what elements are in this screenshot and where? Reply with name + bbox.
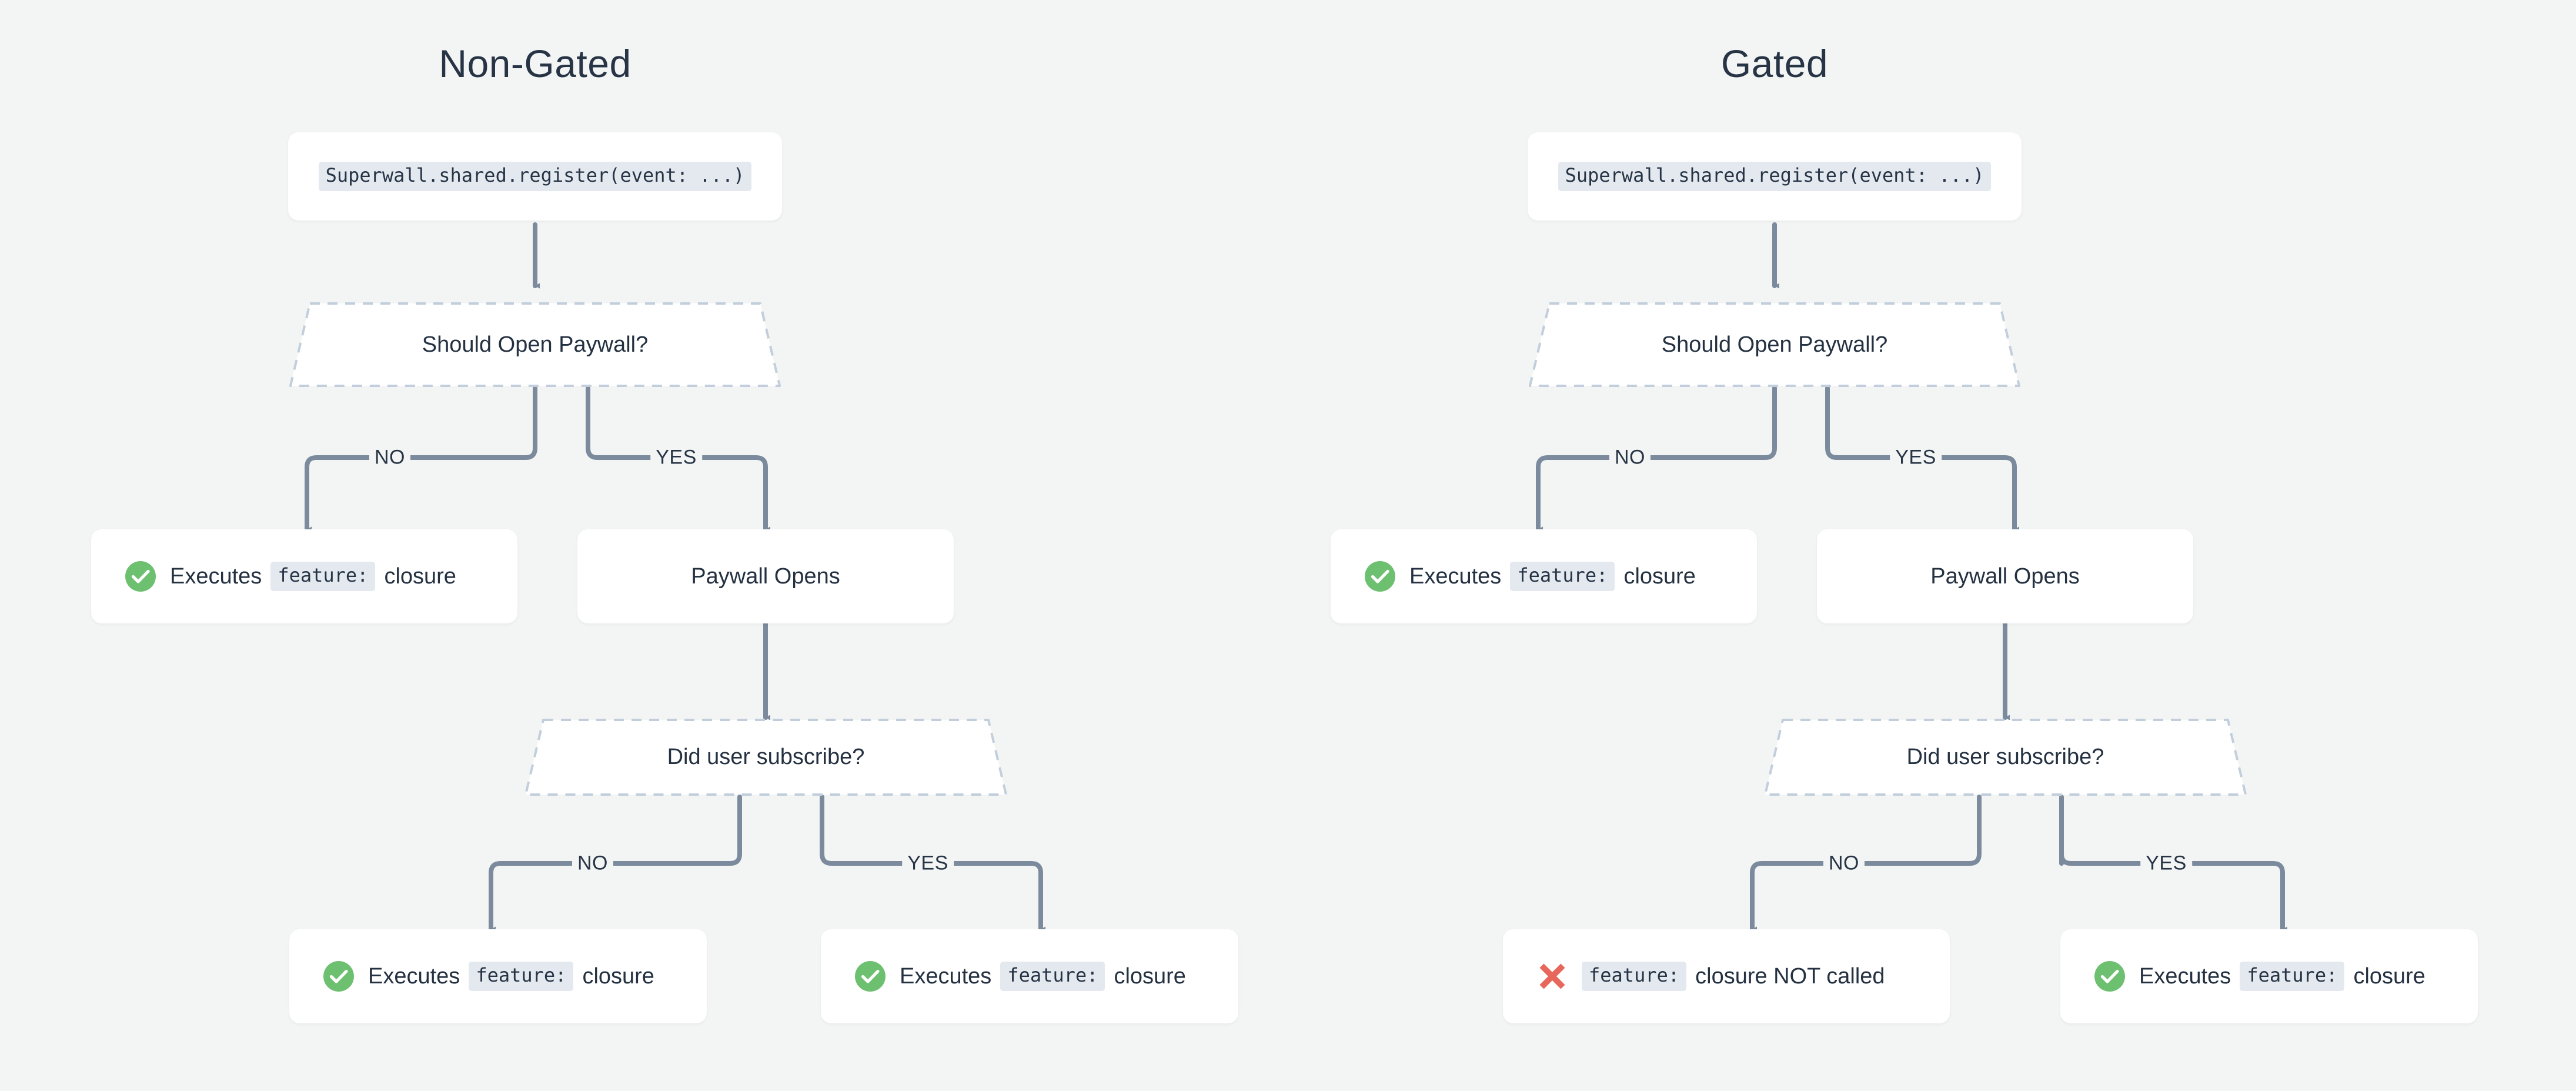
code-chip-feature: feature: bbox=[1582, 962, 1687, 991]
trapezoid-shape bbox=[289, 302, 781, 387]
edge-label-yes-1-right: YES bbox=[1890, 446, 1942, 469]
check-circle-icon bbox=[1365, 561, 1395, 592]
node-result-sub-no-non-gated: Executes feature: closure bbox=[289, 929, 707, 1023]
edge-label-no-2-right: NO bbox=[1823, 852, 1865, 875]
result-text: Executes feature: closure bbox=[1409, 562, 1696, 591]
result-text: Executes feature: closure bbox=[2139, 962, 2425, 991]
code-chip-feature: feature: bbox=[1000, 962, 1105, 991]
check-circle-icon bbox=[855, 961, 886, 992]
node-decision-should-open-paywall-non-gated: Should Open Paywall? bbox=[288, 301, 782, 388]
node-entry-gated: Superwall.shared.register(event: ...) bbox=[1528, 132, 2022, 221]
result-text: feature: closure NOT called bbox=[1582, 962, 1885, 991]
edge-decision2-no-left bbox=[489, 795, 742, 932]
result-suffix: closure NOT called bbox=[1695, 963, 1885, 989]
check-circle-icon bbox=[323, 961, 354, 992]
edge-label-no-1-right: NO bbox=[1609, 446, 1650, 469]
node-decision-did-user-subscribe-non-gated: Did user subscribe? bbox=[523, 718, 1008, 797]
result-suffix: closure bbox=[582, 963, 654, 989]
decision-label: Should Open Paywall? bbox=[1661, 332, 1888, 357]
node-label: Paywall Opens bbox=[691, 563, 840, 589]
column-title-non-gated: Non-Gated bbox=[439, 42, 632, 85]
edge-label-yes-2-left: YES bbox=[902, 852, 954, 875]
edge-label-yes-1-left: YES bbox=[650, 446, 702, 469]
node-entry-non-gated: Superwall.shared.register(event: ...) bbox=[288, 132, 782, 221]
node-result-no-gated: Executes feature: closure bbox=[1331, 529, 1757, 623]
result-suffix: closure bbox=[2353, 963, 2425, 989]
node-decision-did-user-subscribe-gated: Did user subscribe? bbox=[1763, 718, 2248, 797]
check-circle-icon bbox=[2094, 961, 2125, 992]
node-label: Paywall Opens bbox=[1930, 563, 2080, 589]
node-result-sub-no-gated: feature: closure NOT called bbox=[1503, 929, 1950, 1023]
node-decision-should-open-paywall-gated: Should Open Paywall? bbox=[1528, 301, 2022, 388]
result-suffix: closure bbox=[1623, 563, 1696, 589]
trapezoid-shape bbox=[1764, 719, 2247, 796]
decision-label: Did user subscribe? bbox=[667, 745, 865, 769]
edge-label-no-2-left: NO bbox=[572, 852, 613, 875]
trapezoid-shape bbox=[524, 719, 1007, 796]
edge-label-no-1-left: NO bbox=[369, 446, 410, 469]
decision-label: Did user subscribe? bbox=[1906, 745, 2104, 769]
result-text: Executes feature: closure bbox=[900, 962, 1186, 991]
result-prefix: Executes bbox=[1409, 563, 1502, 589]
result-suffix: closure bbox=[384, 563, 456, 589]
node-result-no-non-gated: Executes feature: closure bbox=[91, 529, 517, 623]
code-chip-feature: feature: bbox=[1510, 562, 1615, 591]
node-result-sub-yes-non-gated: Executes feature: closure bbox=[821, 929, 1238, 1023]
edge-decision1-no-left bbox=[305, 386, 537, 532]
decision-label: Should Open Paywall? bbox=[422, 332, 649, 357]
code-chip-feature: feature: bbox=[469, 962, 574, 991]
result-prefix: Executes bbox=[900, 963, 992, 989]
cross-icon bbox=[1539, 963, 1565, 989]
code-chip-register-gated: Superwall.shared.register(event: ...) bbox=[1558, 162, 1992, 191]
node-paywall-opens-gated: Paywall Opens bbox=[1817, 529, 2193, 623]
edge-decision1-no-right bbox=[1536, 386, 1777, 532]
result-prefix: Executes bbox=[368, 963, 460, 989]
check-circle-icon bbox=[125, 561, 156, 592]
result-text: Executes feature: closure bbox=[170, 562, 456, 591]
code-chip-feature: feature: bbox=[270, 562, 376, 591]
node-paywall-opens-non-gated: Paywall Opens bbox=[577, 529, 954, 623]
result-suffix: closure bbox=[1114, 963, 1186, 989]
result-text: Executes feature: closure bbox=[368, 962, 654, 991]
trapezoid-shape bbox=[1529, 302, 2020, 387]
node-result-sub-yes-gated: Executes feature: closure bbox=[2060, 929, 2478, 1023]
code-chip-register-non-gated: Superwall.shared.register(event: ...) bbox=[318, 162, 752, 191]
column-title-gated: Gated bbox=[1720, 42, 1829, 85]
edge-label-yes-2-right: YES bbox=[2140, 852, 2192, 875]
result-prefix: Executes bbox=[170, 563, 262, 589]
result-prefix: Executes bbox=[2139, 963, 2231, 989]
code-chip-feature: feature: bbox=[2240, 962, 2345, 991]
edge-decision2-no-right bbox=[1750, 795, 1982, 932]
